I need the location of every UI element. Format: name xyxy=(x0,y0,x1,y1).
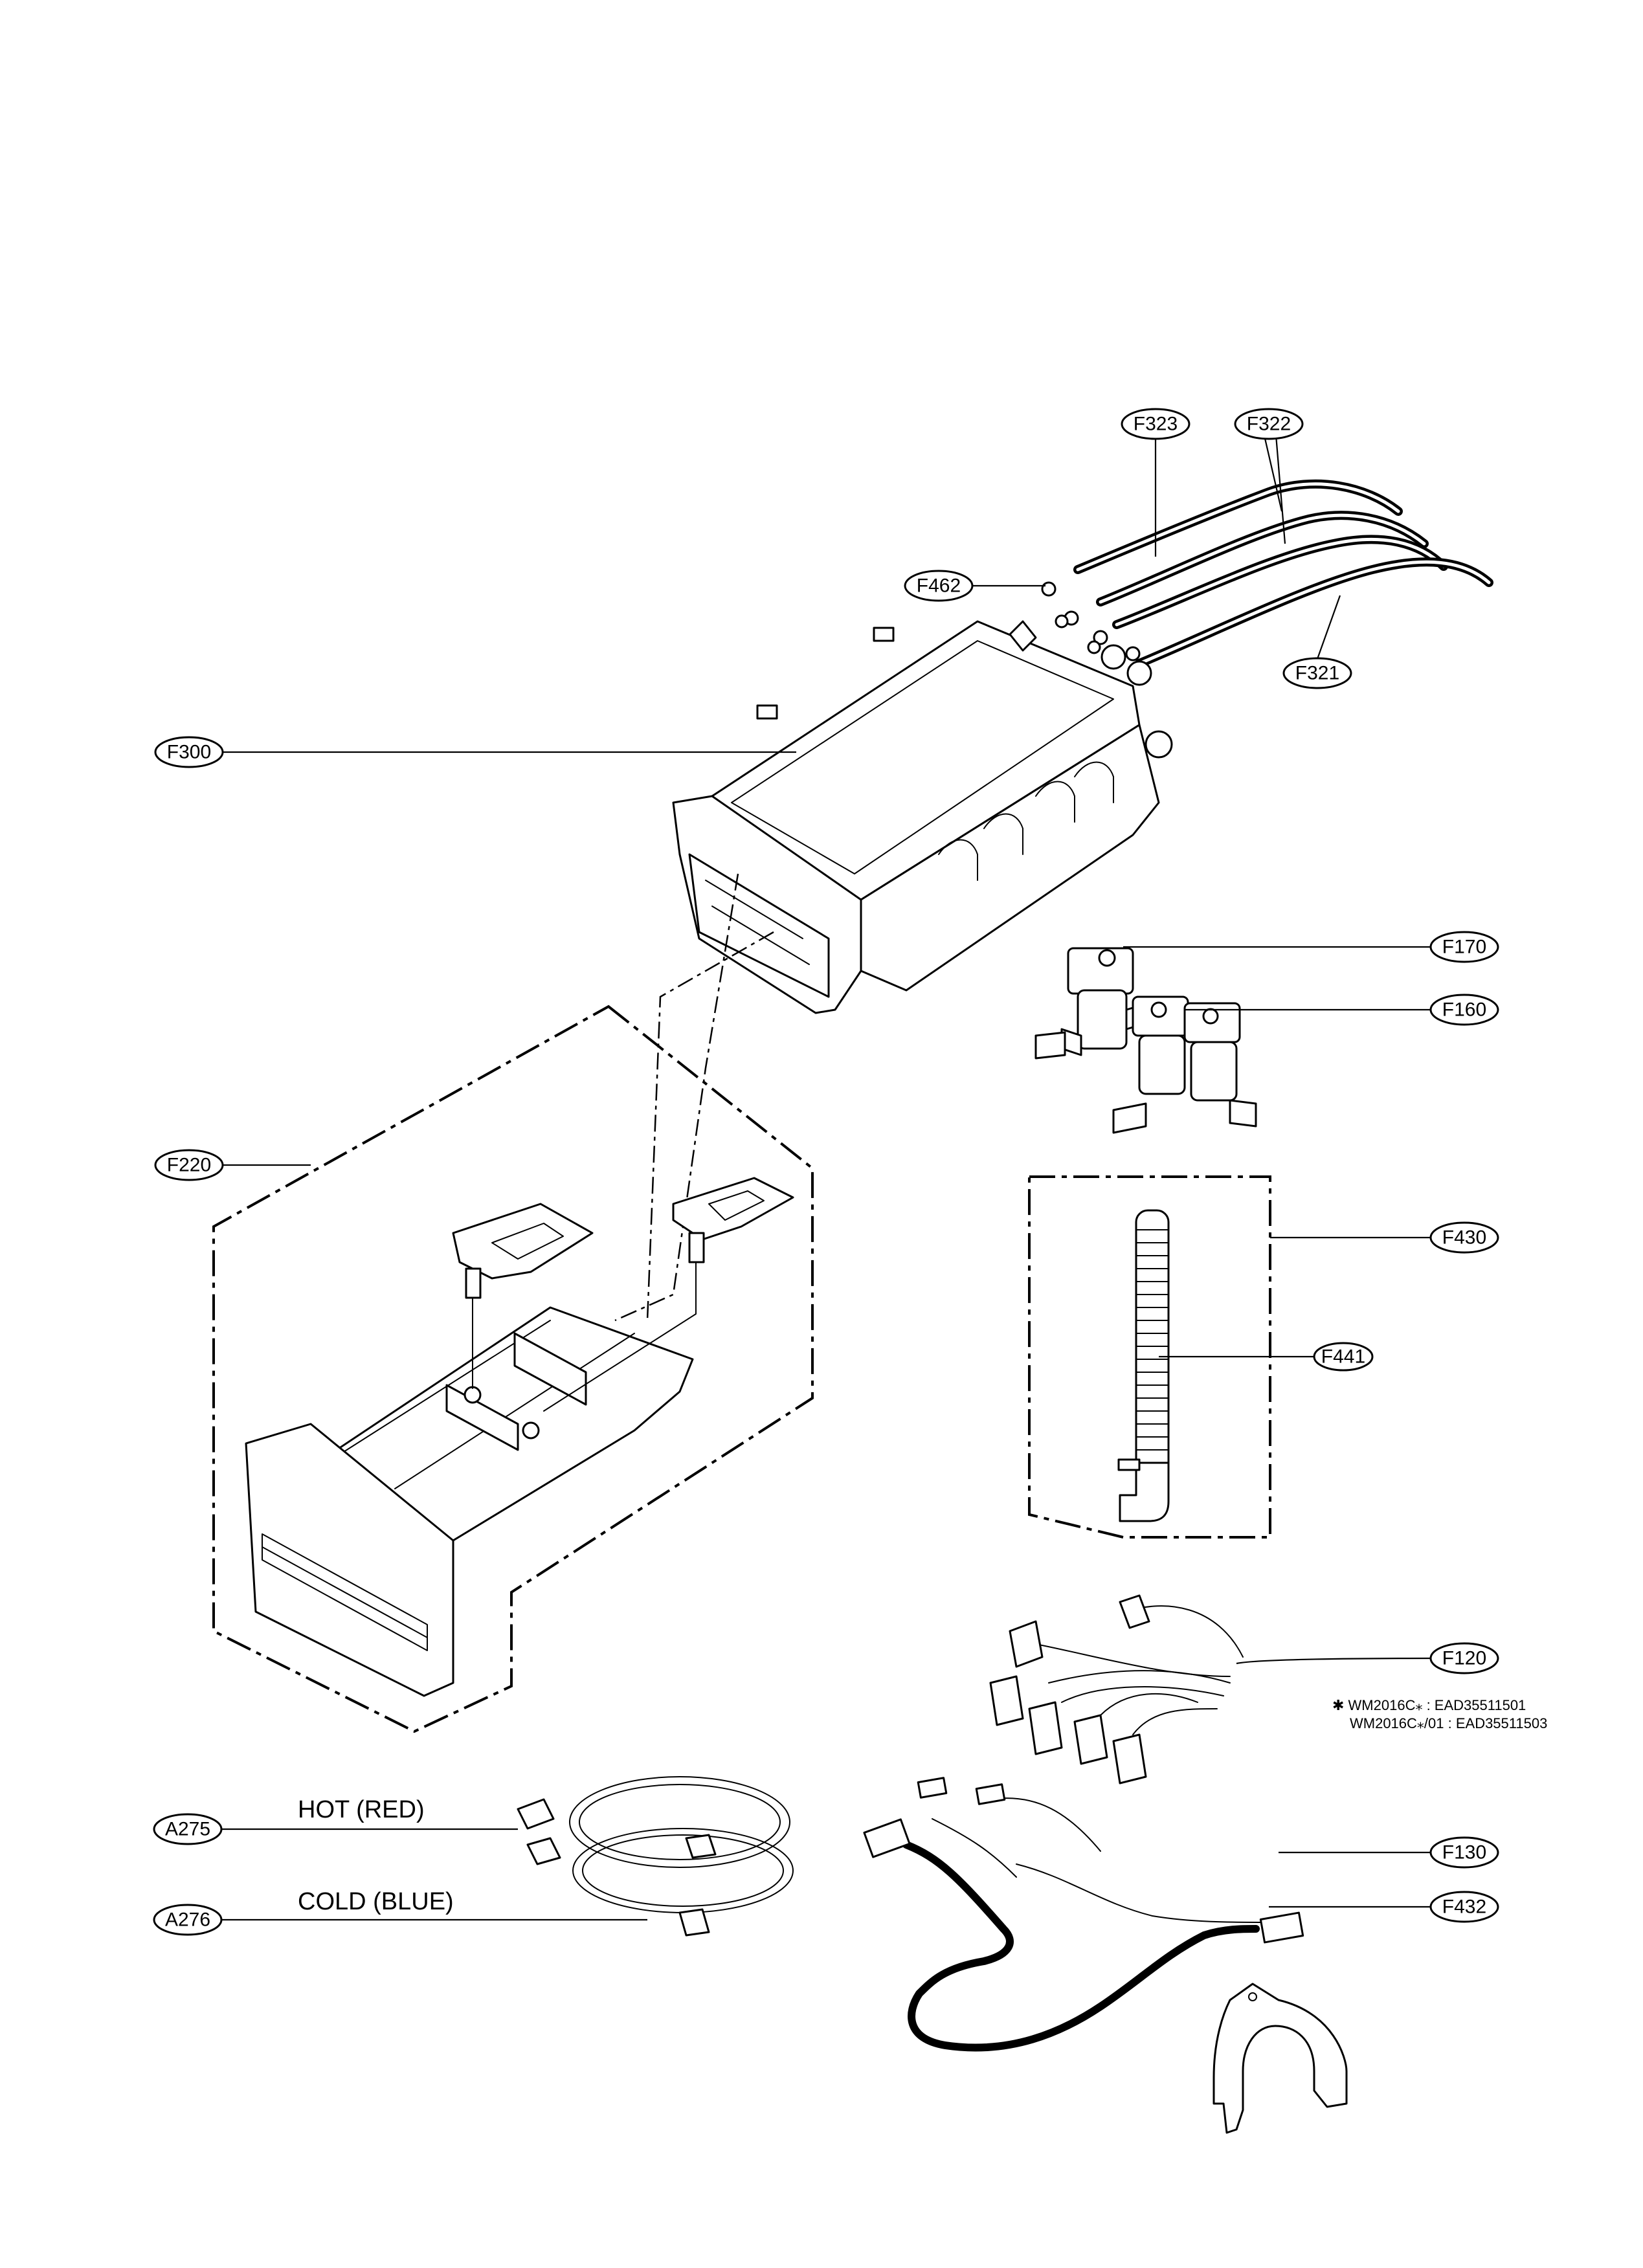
hose-clamps xyxy=(1041,581,1141,662)
corrugated-hose xyxy=(1117,1209,1170,1522)
callout-f432[interactable]: F432 xyxy=(1429,1891,1499,1923)
svg-text:A275: A275 xyxy=(165,1819,210,1840)
callout-f321[interactable]: F321 xyxy=(1282,657,1352,689)
water-hoses xyxy=(517,1776,794,1937)
inlet-hoses xyxy=(1073,479,1493,668)
svg-text:F160: F160 xyxy=(1442,999,1486,1021)
callout-f220[interactable]: F220 xyxy=(154,1149,224,1181)
svg-text:F462: F462 xyxy=(917,575,961,597)
callout-f441[interactable]: F441 xyxy=(1313,1342,1374,1372)
svg-text:A276: A276 xyxy=(165,1909,210,1931)
drawer-assembly-boundary xyxy=(212,1005,814,1733)
leader-lines xyxy=(220,424,1440,1921)
callout-f170[interactable]: F170 xyxy=(1429,931,1499,963)
dispenser-drawer xyxy=(245,1177,794,1697)
callout-f120[interactable]: F120 xyxy=(1429,1642,1499,1674)
callout-f160[interactable]: F160 xyxy=(1429,994,1499,1026)
wiring-harness-lower xyxy=(863,1777,1304,2052)
part-number-note-2: WM2016C⁎/01 : EAD35511503 xyxy=(1350,1715,1547,1731)
callout-f462[interactable]: F462 xyxy=(904,570,974,602)
svg-text:F430: F430 xyxy=(1442,1227,1486,1249)
hot-hose-label: HOT (RED) xyxy=(298,1796,425,1823)
svg-text:F120: F120 xyxy=(1442,1648,1486,1669)
hose-guide-bracket xyxy=(1213,1983,1348,2134)
svg-text:F321: F321 xyxy=(1295,663,1339,684)
svg-text:F323: F323 xyxy=(1134,414,1178,435)
callout-f323[interactable]: F323 xyxy=(1121,408,1190,440)
callout-a275[interactable]: A275 xyxy=(153,1813,223,1845)
cold-hose-label: COLD (BLUE) xyxy=(298,1888,454,1915)
dispenser-housing xyxy=(672,620,1173,1014)
callout-f322[interactable]: F322 xyxy=(1234,408,1304,440)
drain-hose-kit-boundary xyxy=(1028,1175,1271,1539)
wiring-harness-upper xyxy=(989,1594,1244,1784)
svg-text:F322: F322 xyxy=(1247,414,1291,435)
callout-a276[interactable]: A276 xyxy=(153,1904,223,1936)
callout-f430[interactable]: F430 xyxy=(1429,1221,1499,1254)
svg-text:F441: F441 xyxy=(1321,1346,1365,1368)
svg-text:F130: F130 xyxy=(1442,1842,1486,1863)
part-number-note-1: ✱ WM2016C⁎ : EAD35511501 xyxy=(1332,1697,1526,1713)
inlet-valves xyxy=(1034,947,1257,1134)
svg-text:F220: F220 xyxy=(167,1155,211,1176)
callout-f130[interactable]: F130 xyxy=(1429,1836,1499,1869)
svg-text:F432: F432 xyxy=(1442,1896,1486,1918)
alignment-line-1 xyxy=(646,931,774,1321)
svg-text:F170: F170 xyxy=(1442,937,1486,958)
svg-text:F300: F300 xyxy=(167,742,211,763)
callout-f300[interactable]: F300 xyxy=(154,736,224,768)
alignment-line-2 xyxy=(614,873,739,1322)
